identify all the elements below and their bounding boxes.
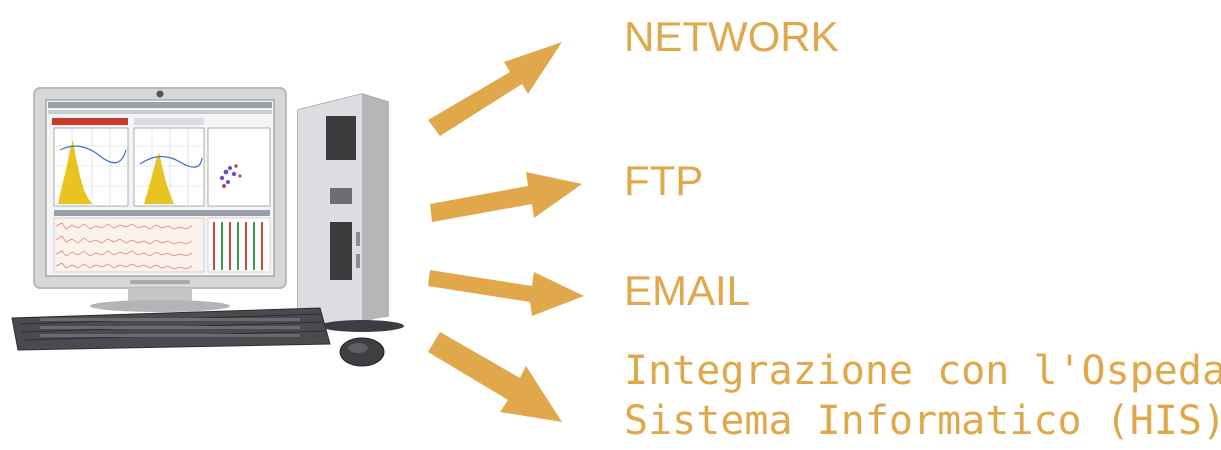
monitor-logo-icon: [156, 90, 164, 98]
screen-panel-3: [207, 127, 271, 207]
destination-label-his-line2: Sistema Informatico (HIS): [624, 398, 1221, 444]
destination-label-his-line1: Integrazione con l'Ospedale: [624, 348, 1221, 394]
destination-label-network: NETWORK: [624, 13, 839, 60]
screen-histogram-2: [144, 152, 174, 204]
arrow-his-icon: [428, 332, 562, 422]
screen-histogram-1: [58, 140, 92, 204]
arrow-email-icon: [428, 270, 584, 316]
arrow-ftp-icon: [430, 172, 582, 222]
destination-label-email: EMAIL: [624, 267, 751, 314]
arrows: [428, 42, 584, 422]
monitor-stand: [128, 288, 192, 304]
destination-label-ftp: FTP: [624, 157, 704, 204]
screen-waveforms: [53, 217, 205, 273]
computer-workstation-image: [11, 87, 404, 367]
arrow-network-icon: [428, 42, 562, 136]
